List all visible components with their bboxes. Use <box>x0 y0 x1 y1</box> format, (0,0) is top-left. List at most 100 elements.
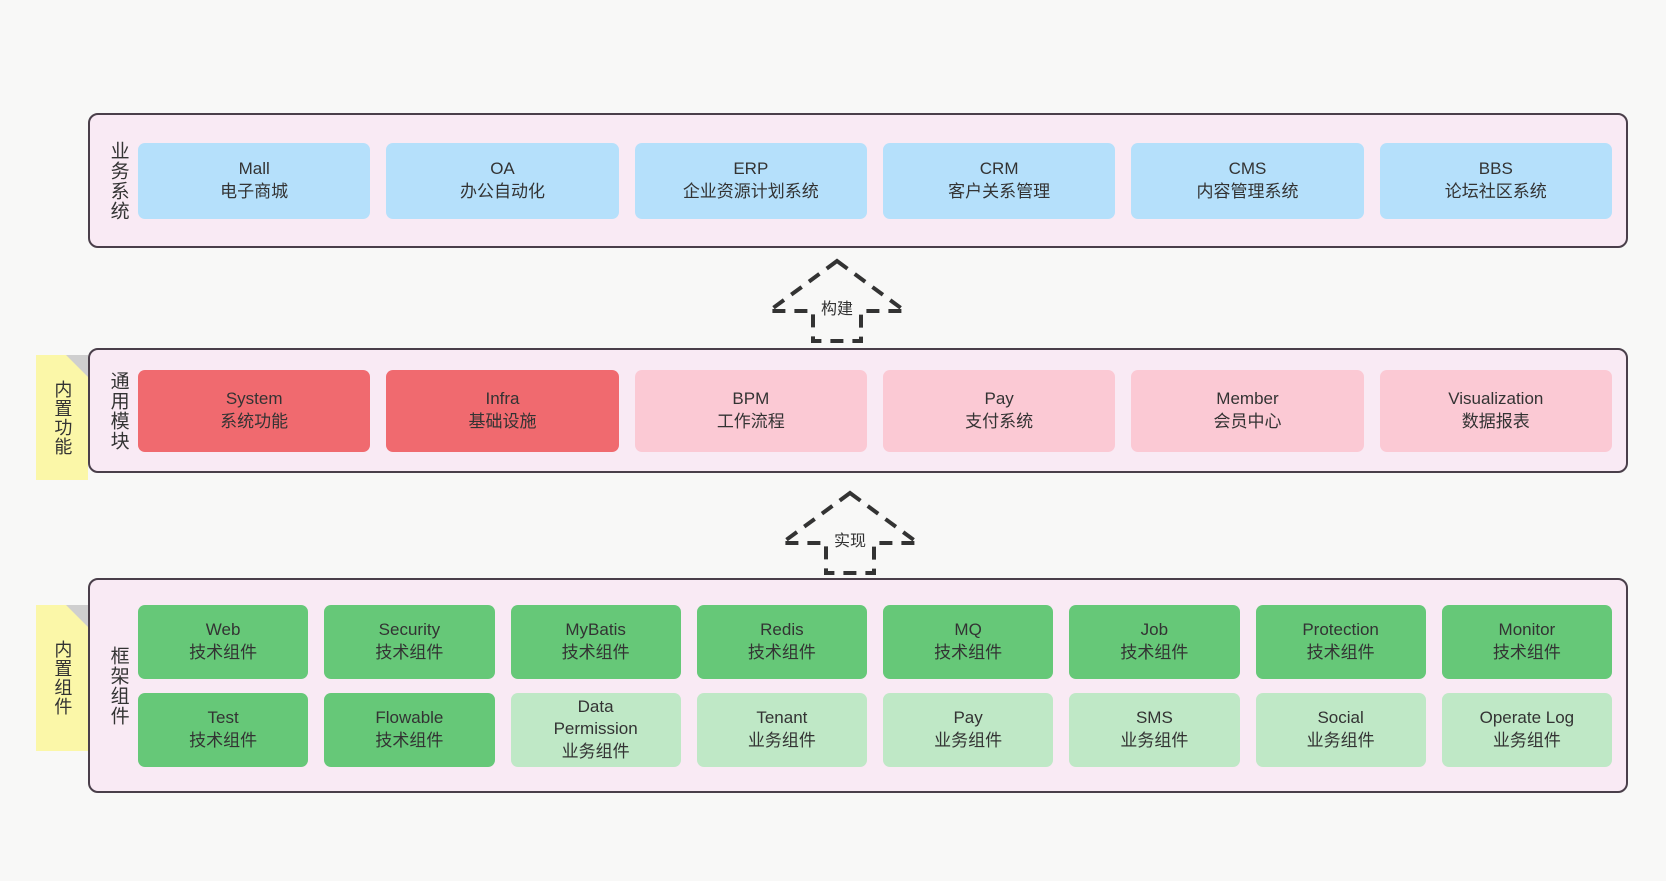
card-security[interactable]: Security 技术组件 <box>324 604 495 679</box>
card-visualization[interactable]: Visualization 数据报表 <box>1379 369 1612 452</box>
card-subtitle: 办公自动化 <box>459 181 545 201</box>
card-title: Security <box>378 620 441 640</box>
card-subtitle: 内容管理系统 <box>1196 181 1299 201</box>
card-infra[interactable]: Infra 基础设施 <box>386 369 619 452</box>
card-title: Test <box>207 708 239 728</box>
card-monitor[interactable]: Monitor 技术组件 <box>1441 604 1612 679</box>
card-row: Mall 电子商城 OA 办公自动化 ERP 企业资源计划系统 CRM 客户关系… <box>138 142 1612 219</box>
layer-common-modules: 通用模块 System 系统功能 Infra 基础设施 BPM 工作流程 Pay… <box>88 348 1628 473</box>
card-row: Web 技术组件 Security 技术组件 MyBatis 技术组件 Redi… <box>138 604 1612 679</box>
card-title: BPM <box>732 389 770 409</box>
card-cms[interactable]: CMS 内容管理系统 <box>1131 142 1364 219</box>
sticky-note-builtin-features: 内置功能 <box>36 355 88 480</box>
card-subtitle: 支付系统 <box>965 411 1034 431</box>
card-subtitle: 业务组件 <box>747 730 816 750</box>
card-subtitle: 业务组件 <box>1492 730 1561 750</box>
layer-framework-components: 框架组件 Web 技术组件 Security 技术组件 MyBatis 技术组件… <box>88 578 1628 793</box>
card-title: System <box>225 389 283 409</box>
card-web[interactable]: Web 技术组件 <box>138 604 309 679</box>
card-subtitle: 业务组件 <box>1306 730 1375 750</box>
card-mybatis[interactable]: MyBatis 技术组件 <box>510 604 681 679</box>
card-title: Pay <box>953 708 983 728</box>
card-redis[interactable]: Redis 技术组件 <box>696 604 867 679</box>
card-subtitle: 技术组件 <box>375 730 444 750</box>
card-test[interactable]: Test 技术组件 <box>138 692 309 767</box>
dashed-hollow-arrow-icon <box>775 490 925 575</box>
card-subtitle: 论坛社区系统 <box>1444 181 1547 201</box>
card-operate-log[interactable]: Operate Log 业务组件 <box>1441 692 1612 767</box>
card-title: Flowable <box>375 708 444 728</box>
card-sms[interactable]: SMS 业务组件 <box>1069 692 1240 767</box>
layer-body-common-modules: System 系统功能 Infra 基础设施 BPM 工作流程 Pay 支付系统… <box>138 358 1612 463</box>
card-subtitle: 会员中心 <box>1213 411 1282 431</box>
card-title: OA <box>490 159 515 179</box>
card-title: Redis <box>760 620 804 640</box>
card-title: Monitor <box>1498 620 1556 640</box>
card-title: Infra <box>485 389 520 409</box>
layer-title-business-systems: 业务系统 <box>107 140 129 221</box>
card-title: MQ <box>954 620 982 640</box>
card-crm[interactable]: CRM 客户关系管理 <box>882 142 1116 219</box>
card-title: MyBatis <box>565 620 626 640</box>
card-social[interactable]: Social 业务组件 <box>1255 692 1426 767</box>
card-subtitle: 工作流程 <box>716 411 785 431</box>
card-subtitle: 基础设施 <box>468 411 537 431</box>
card-title: Member <box>1216 389 1279 409</box>
card-title: Web <box>205 620 241 640</box>
card-subtitle: 技术组件 <box>189 642 258 662</box>
connector-build-label: 构建 <box>820 301 854 318</box>
card-data-permission[interactable]: Data Permission 业务组件 <box>510 692 681 767</box>
layer-body-business-systems: Mall 电子商城 OA 办公自动化 ERP 企业资源计划系统 CRM 客户关系… <box>138 123 1612 238</box>
card-subtitle: 技术组件 <box>561 642 630 662</box>
layer-business-systems: 业务系统 Mall 电子商城 OA 办公自动化 ERP 企业资源计划系统 CRM… <box>88 113 1628 248</box>
dashed-hollow-arrow-icon <box>762 258 912 343</box>
card-subtitle: 系统功能 <box>220 411 289 431</box>
card-subtitle: 电子商城 <box>220 181 289 201</box>
card-title: Job <box>1140 620 1169 640</box>
card-tenant[interactable]: Tenant 业务组件 <box>696 692 867 767</box>
card-pay[interactable]: Pay 支付系统 <box>882 369 1116 452</box>
sticky-note-label: 内置组件 <box>52 640 73 716</box>
card-erp[interactable]: ERP 企业资源计划系统 <box>634 142 867 219</box>
card-row: Test 技术组件 Flowable 技术组件 Data Permission … <box>138 692 1612 767</box>
card-flowable[interactable]: Flowable 技术组件 <box>324 692 495 767</box>
layer-body-framework-components: Web 技术组件 Security 技术组件 MyBatis 技术组件 Redi… <box>138 588 1612 783</box>
sticky-note-label: 内置功能 <box>52 379 73 456</box>
card-subtitle: 业务组件 <box>934 730 1003 750</box>
card-bpm[interactable]: BPM 工作流程 <box>634 369 867 452</box>
card-member[interactable]: Member 会员中心 <box>1131 369 1364 452</box>
card-row: System 系统功能 Infra 基础设施 BPM 工作流程 Pay 支付系统… <box>138 369 1612 452</box>
card-title: ERP <box>733 159 769 179</box>
card-title: Pay <box>984 389 1014 409</box>
connector-build-arrow: 构建 <box>757 255 917 347</box>
card-title: BBS <box>1478 159 1513 179</box>
connector-implement-label: 实现 <box>833 533 867 550</box>
card-pay-business[interactable]: Pay 业务组件 <box>883 692 1054 767</box>
card-title: Social <box>1317 708 1364 728</box>
card-oa[interactable]: OA 办公自动化 <box>386 142 619 219</box>
layer-title-common-modules: 通用模块 <box>107 370 129 451</box>
card-subtitle: 技术组件 <box>1492 642 1561 662</box>
card-subtitle: 业务组件 <box>1120 730 1189 750</box>
card-subtitle: 技术组件 <box>1306 642 1375 662</box>
card-subtitle: 技术组件 <box>189 730 258 750</box>
card-subtitle: 业务组件 <box>561 741 630 761</box>
card-mall[interactable]: Mall 电子商城 <box>138 142 371 219</box>
card-title: SMS <box>1135 708 1173 728</box>
card-subtitle: 技术组件 <box>375 642 444 662</box>
layer-title-framework-components: 框架组件 <box>107 645 129 726</box>
card-system[interactable]: System 系统功能 <box>138 369 371 452</box>
card-subtitle: 技术组件 <box>934 642 1003 662</box>
card-title: Visualization <box>1448 389 1544 409</box>
card-title: CRM <box>979 159 1019 179</box>
card-title: Data Permission <box>553 697 638 739</box>
card-title: Protection <box>1302 620 1379 640</box>
card-protection[interactable]: Protection 技术组件 <box>1255 604 1426 679</box>
card-subtitle: 技术组件 <box>747 642 816 662</box>
card-subtitle: 客户关系管理 <box>948 181 1051 201</box>
card-title: Mall <box>238 159 270 179</box>
card-mq[interactable]: MQ 技术组件 <box>883 604 1054 679</box>
card-job[interactable]: Job 技术组件 <box>1069 604 1240 679</box>
card-title: CMS <box>1228 159 1267 179</box>
card-bbs[interactable]: BBS 论坛社区系统 <box>1379 142 1612 219</box>
